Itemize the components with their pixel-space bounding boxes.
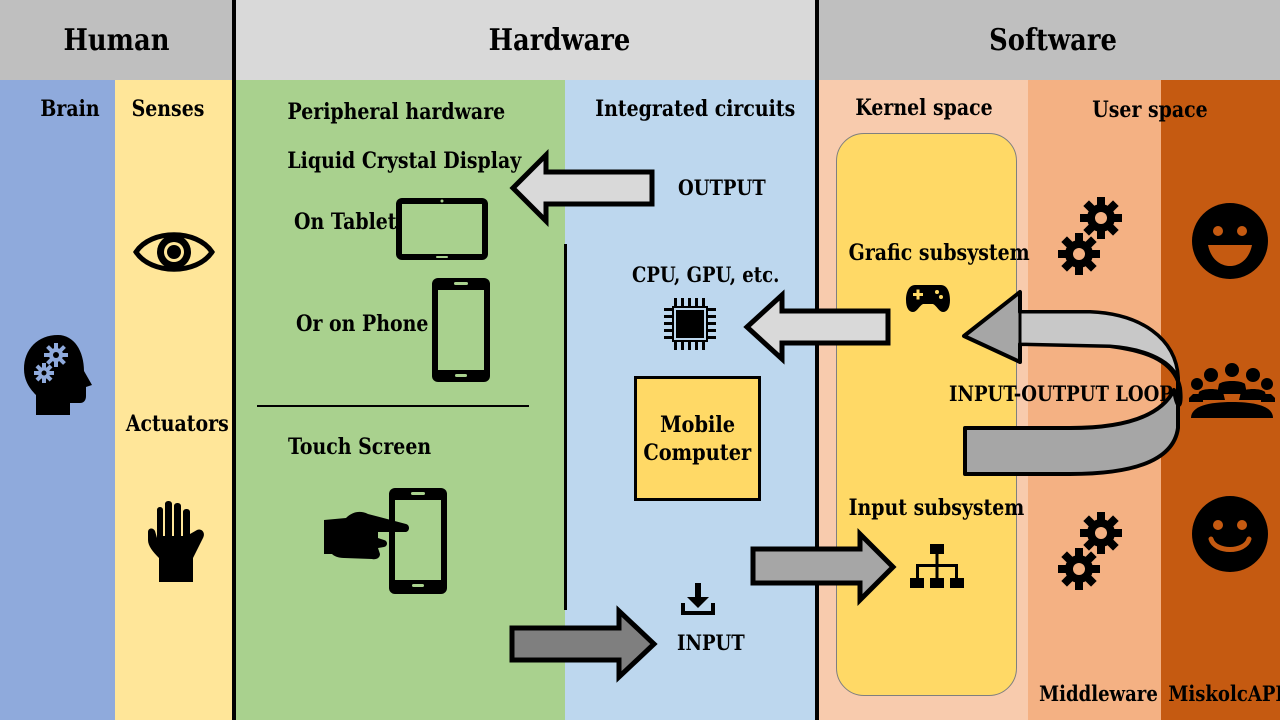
human-hardware-divider <box>232 0 236 720</box>
hardware-header-band <box>236 0 816 80</box>
lcd-label: Liquid Crystal Display <box>287 148 522 174</box>
loop-label: INPUT-OUTPUT LOOP <box>949 381 1173 406</box>
gears-icon-lower <box>1058 512 1122 590</box>
mobile-computer-box: Mobile Computer <box>634 376 761 501</box>
input-subsystem-arrow <box>750 527 897 607</box>
loop-arrow-icon <box>962 290 1183 476</box>
tablet-label: On Tablet <box>294 209 397 235</box>
gamepad-icon <box>906 285 950 312</box>
grafic-subsystem-label: Grafic subsystem <box>848 240 1030 266</box>
brain-gears-icon <box>24 335 92 415</box>
integrated-label: Integrated circuits <box>595 96 796 122</box>
actuators-label: Actuators <box>125 411 229 437</box>
hardware-software-divider <box>815 0 819 720</box>
group-icon <box>1189 363 1275 418</box>
mobile-computer-line1: Mobile <box>660 411 735 438</box>
kernel-subsystems-box <box>836 133 1017 696</box>
cpu-arrow <box>743 289 891 365</box>
cpu-label: CPU, GPU, etc. <box>632 262 780 287</box>
peripheral-inner-divider <box>564 244 567 610</box>
brain-label: Brain <box>40 96 100 122</box>
software-header-band <box>819 0 1280 80</box>
user-column <box>1028 80 1161 720</box>
phone-label: Or on Phone <box>296 311 429 337</box>
touch-hand-icon <box>324 511 409 560</box>
output-arrow <box>509 148 655 228</box>
middleware-label: Middleware <box>1039 681 1158 706</box>
kernel-label: Kernel space <box>855 95 993 121</box>
software-header: Software <box>989 22 1117 58</box>
human-header: Human <box>63 22 170 58</box>
senses-column <box>115 80 233 720</box>
peripheral-column <box>236 80 565 720</box>
input-arrow <box>509 605 658 683</box>
hand-icon <box>148 501 204 582</box>
chip-icon <box>664 298 716 350</box>
touch-phone-icon <box>389 488 447 594</box>
output-label: OUTPUT <box>678 175 766 200</box>
touch-label: Touch Screen <box>288 434 432 460</box>
tablet-icon <box>396 198 488 260</box>
download-icon <box>681 583 715 615</box>
eye-icon <box>133 232 215 272</box>
peripheral-horizontal-divider <box>257 405 529 407</box>
phone-icon <box>432 278 490 382</box>
human-header-band <box>0 0 233 80</box>
gears-icon-upper <box>1058 197 1122 275</box>
app-label: MiskolcAPP <box>1168 681 1280 706</box>
hierarchy-icon <box>910 544 964 588</box>
input-subsystem-label: Input subsystem <box>848 495 1025 521</box>
user-label: User space <box>1092 97 1208 123</box>
smiley-icon-bottom <box>1192 496 1268 572</box>
hardware-header: Hardware <box>488 22 631 58</box>
peripheral-label: Peripheral hardware <box>287 99 506 125</box>
input-label: INPUT <box>677 630 745 655</box>
mobile-computer-line2: Computer <box>643 439 752 466</box>
smiley-icon-top <box>1192 203 1268 279</box>
senses-label: Senses <box>131 96 205 122</box>
